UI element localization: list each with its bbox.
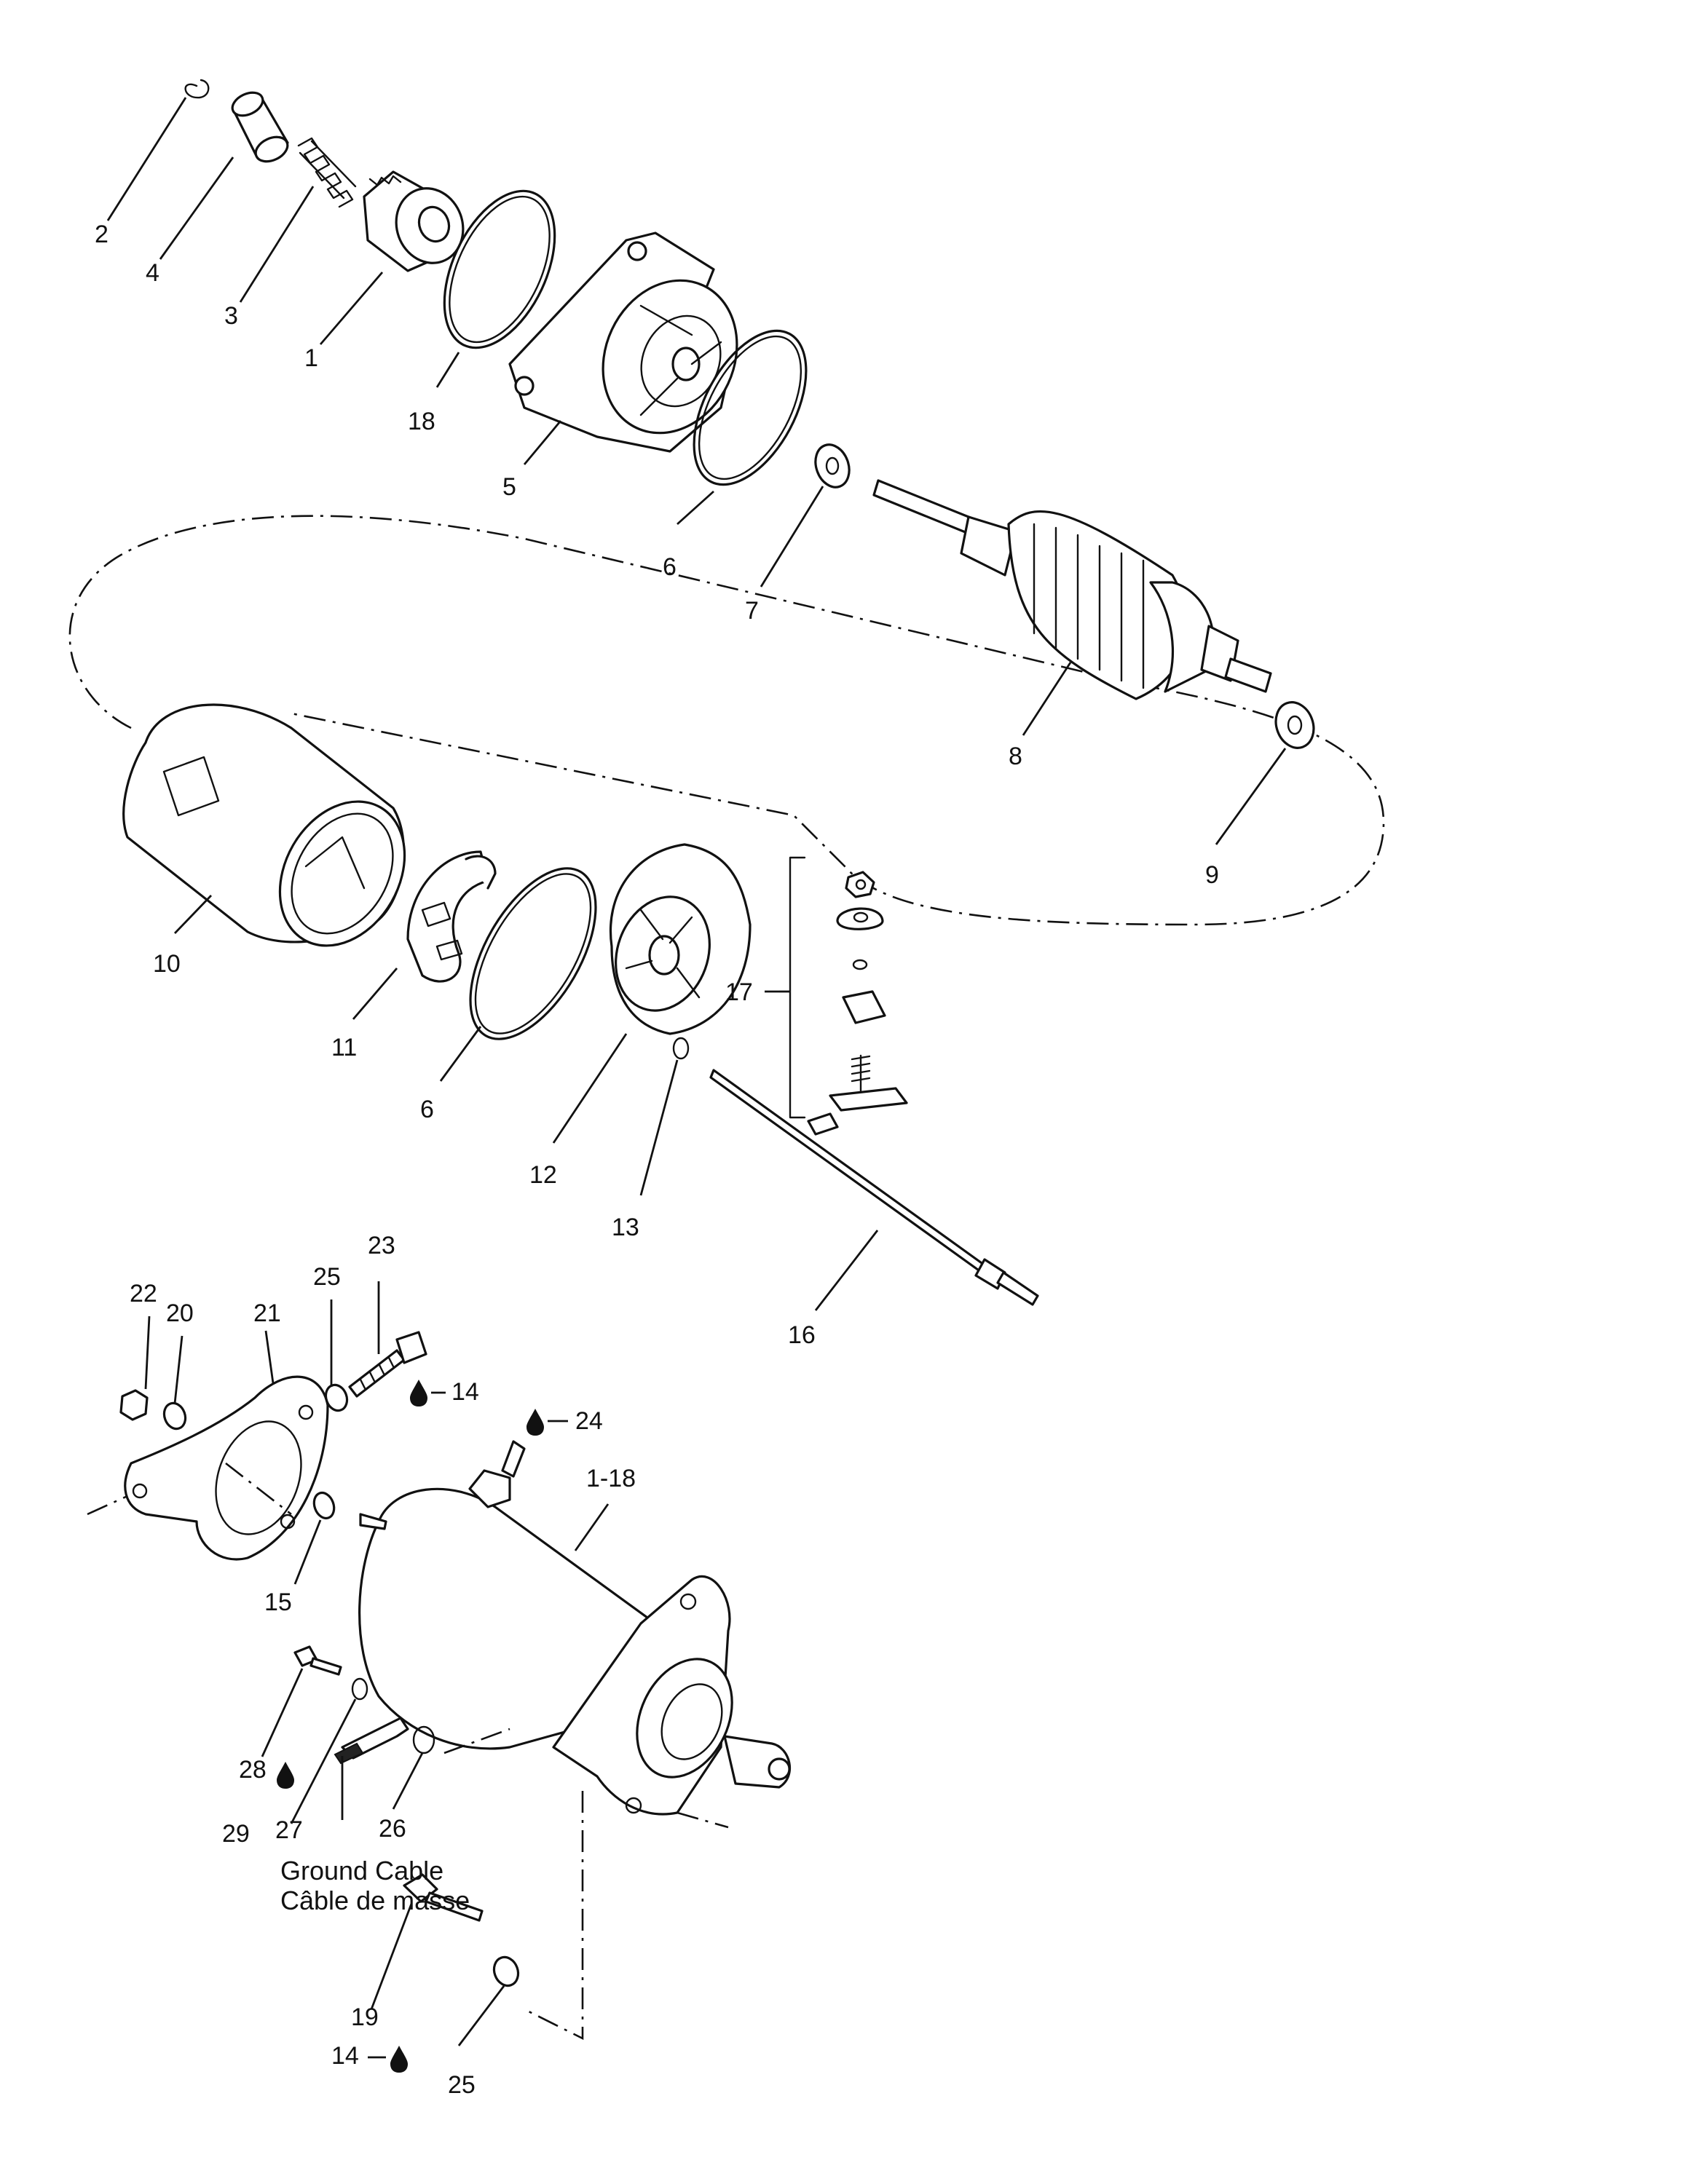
circlip-part-2 [184, 79, 210, 99]
label-13: 13 [612, 1214, 639, 1241]
label-6-upper: 6 [663, 553, 677, 581]
washer-part-9 [1274, 701, 1315, 749]
drop-icon [277, 1762, 294, 1789]
label-3: 3 [224, 302, 238, 330]
washer-part-7 [814, 443, 851, 488]
callout-labels: 2 4 3 1 18 5 6 7 8 9 10 11 6 12 13 16 17… [95, 221, 1219, 2099]
o-ring-part-13 [672, 1037, 690, 1060]
label-23: 23 [368, 1232, 395, 1259]
starter-motor-assembly [358, 1440, 792, 1816]
rear-end-cover-part-12 [610, 843, 752, 1035]
label-24: 24 [575, 1407, 603, 1435]
o-ring-part-18 [443, 189, 556, 349]
label-2: 2 [95, 221, 109, 248]
label-25-upper: 25 [313, 1263, 341, 1291]
brush-plate-part-11 [406, 850, 497, 983]
label-28: 28 [239, 1756, 267, 1784]
sleeve-part-4 [231, 91, 289, 163]
label-16: 16 [788, 1321, 816, 1349]
washer-part-27 [351, 1677, 368, 1701]
label-22: 22 [130, 1280, 157, 1307]
screw-part-28 [293, 1645, 342, 1676]
ground-cable [334, 1717, 409, 1765]
label-15: 15 [264, 1588, 292, 1616]
ground-cable-caption: Ground Cable Câble de masse [280, 1856, 470, 1915]
label-17: 17 [725, 978, 753, 1006]
label-27: 27 [275, 1816, 303, 1844]
alignment-line-bracket [87, 1462, 292, 1516]
leader-lines [106, 97, 1287, 2046]
label-8: 8 [1009, 743, 1022, 770]
label-20: 20 [166, 1299, 194, 1327]
front-housing-part-5 [508, 232, 738, 453]
label-dashes [368, 990, 779, 2059]
label-11: 11 [331, 1034, 357, 1061]
label-5: 5 [502, 473, 516, 501]
washer-part-25-lower [492, 1955, 520, 1987]
label-14-lower: 14 [331, 2042, 359, 2070]
nut-part-22 [119, 1389, 149, 1421]
bolt-part-19 [403, 1873, 484, 1922]
drop-icon [526, 1409, 544, 1436]
label-6-lower: 6 [420, 1096, 434, 1123]
label-19: 19 [351, 2003, 379, 2031]
caption-line-english: Ground Cable [280, 1856, 443, 1886]
label-14-upper: 14 [451, 1378, 479, 1406]
label-26: 26 [379, 1815, 406, 1843]
drive-pinion-part-1 [363, 170, 465, 272]
armature-part-8 [872, 479, 1272, 700]
label-18: 18 [408, 408, 435, 435]
yoke-housing-part-10 [122, 703, 406, 947]
label-9: 9 [1205, 861, 1219, 889]
caption-line-french: Câble de masse [280, 1886, 470, 1915]
bolt-part-23 [348, 1331, 427, 1398]
label-21: 21 [253, 1299, 281, 1327]
o-ring-part-6-upper [693, 329, 808, 486]
phantom-loop [68, 515, 1385, 926]
label-4: 4 [146, 259, 159, 287]
label-10: 10 [153, 950, 181, 978]
label-25-lower: 25 [448, 2071, 476, 2099]
terminal-kit-part-17 [779, 856, 908, 1136]
support-bracket-part-21 [124, 1375, 329, 1561]
drop-icons [277, 1380, 544, 2073]
label-7: 7 [745, 597, 759, 625]
lock-washer-part-20 [162, 1401, 187, 1431]
washer-part-15 [312, 1491, 336, 1520]
label-1-18: 1-18 [586, 1465, 636, 1492]
drop-icon [390, 2046, 408, 2073]
through-bolt-part-16 [709, 1069, 1039, 1306]
label-1: 1 [304, 344, 318, 372]
spring-part-3 [297, 137, 357, 208]
alignment-line-lower [443, 1728, 729, 2041]
label-12: 12 [529, 1161, 557, 1189]
label-29: 29 [222, 1820, 250, 1848]
o-ring-part-6-lower [469, 867, 597, 1040]
star-washer-part-26 [412, 1725, 435, 1754]
drop-icon [410, 1380, 427, 1406]
